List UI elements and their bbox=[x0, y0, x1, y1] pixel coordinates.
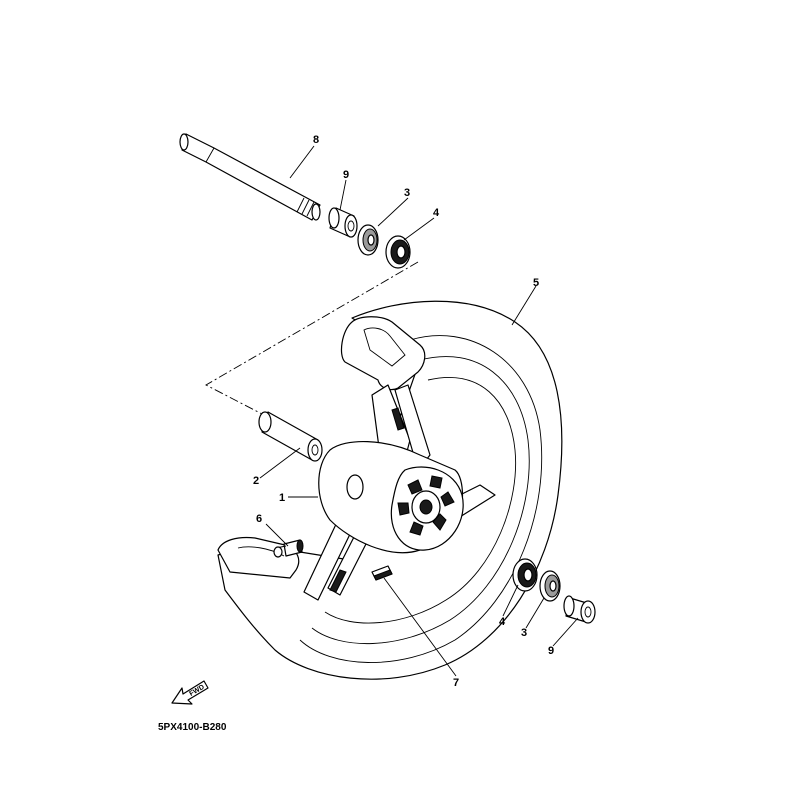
axle bbox=[179, 133, 321, 221]
callout-6: 6 bbox=[256, 513, 262, 525]
valve bbox=[273, 539, 304, 558]
callout-4-bottom: 4 bbox=[499, 616, 506, 628]
assembly-guide-line bbox=[205, 261, 419, 415]
callout-labels: 8 9 3 4 5 2 1 6 4 3 9 7 bbox=[253, 134, 554, 689]
callout-7: 7 bbox=[453, 677, 459, 689]
flange-holes bbox=[397, 475, 455, 536]
callout-5: 5 bbox=[533, 277, 539, 289]
callout-9-top: 9 bbox=[343, 169, 349, 181]
oil-seal-top bbox=[357, 224, 379, 256]
callout-1: 1 bbox=[279, 492, 285, 504]
fwd-arrow-icon: FWD bbox=[171, 680, 209, 705]
callout-3-bottom: 3 bbox=[521, 627, 527, 639]
balance-weight bbox=[371, 565, 393, 581]
oil-seal-bottom bbox=[539, 570, 561, 602]
callout-4-top: 4 bbox=[433, 207, 440, 219]
callout-2: 2 bbox=[253, 475, 259, 487]
bearing-bottom bbox=[512, 558, 538, 592]
spacer bbox=[258, 411, 323, 462]
fwd-label: FWD bbox=[188, 684, 205, 698]
callout-8: 8 bbox=[313, 134, 319, 146]
callout-9-bottom: 9 bbox=[548, 645, 554, 657]
callout-3-top: 3 bbox=[404, 187, 410, 199]
collar-bottom bbox=[563, 595, 596, 624]
diagram-code: 5PX4100-B280 bbox=[158, 722, 227, 733]
bearing-top bbox=[385, 235, 411, 269]
leader-lines bbox=[259, 145, 579, 677]
wheel bbox=[303, 384, 496, 601]
collar-top bbox=[328, 207, 358, 238]
